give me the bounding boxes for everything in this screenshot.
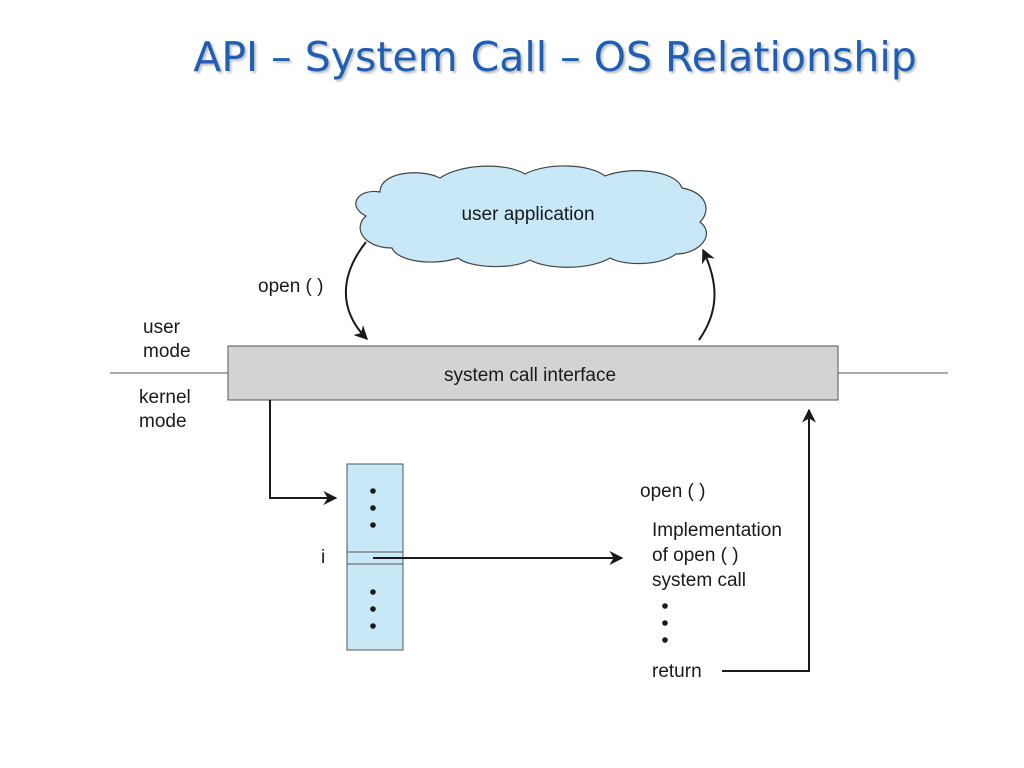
user-application-label: user application (461, 204, 594, 225)
return-to-interface-arrow (722, 408, 816, 672)
table-ellipsis-top (370, 488, 376, 528)
return-to-app-arrow (698, 248, 716, 341)
open-call-arrow (345, 241, 368, 340)
table-ellipsis-bottom (370, 589, 376, 629)
slide-title: API – System Call – OS Relationship (193, 33, 917, 81)
user-mode-label: user mode (143, 317, 191, 362)
implementation-description: Implementation of open ( ) system call (652, 520, 787, 591)
system-call-interface-box: system call interface (227, 345, 839, 401)
system-call-interface-label: system call interface (444, 365, 616, 386)
return-label: return (652, 661, 702, 682)
user-application-cloud: user application (355, 165, 707, 268)
open-call-label: open ( ) (258, 276, 323, 297)
implementation-ellipsis (662, 603, 668, 643)
implementation-heading: open ( ) (640, 481, 705, 502)
table-index-label: i (321, 547, 325, 568)
kernel-mode-label: kernel mode (139, 387, 196, 432)
dispatch-arrow (269, 400, 338, 505)
